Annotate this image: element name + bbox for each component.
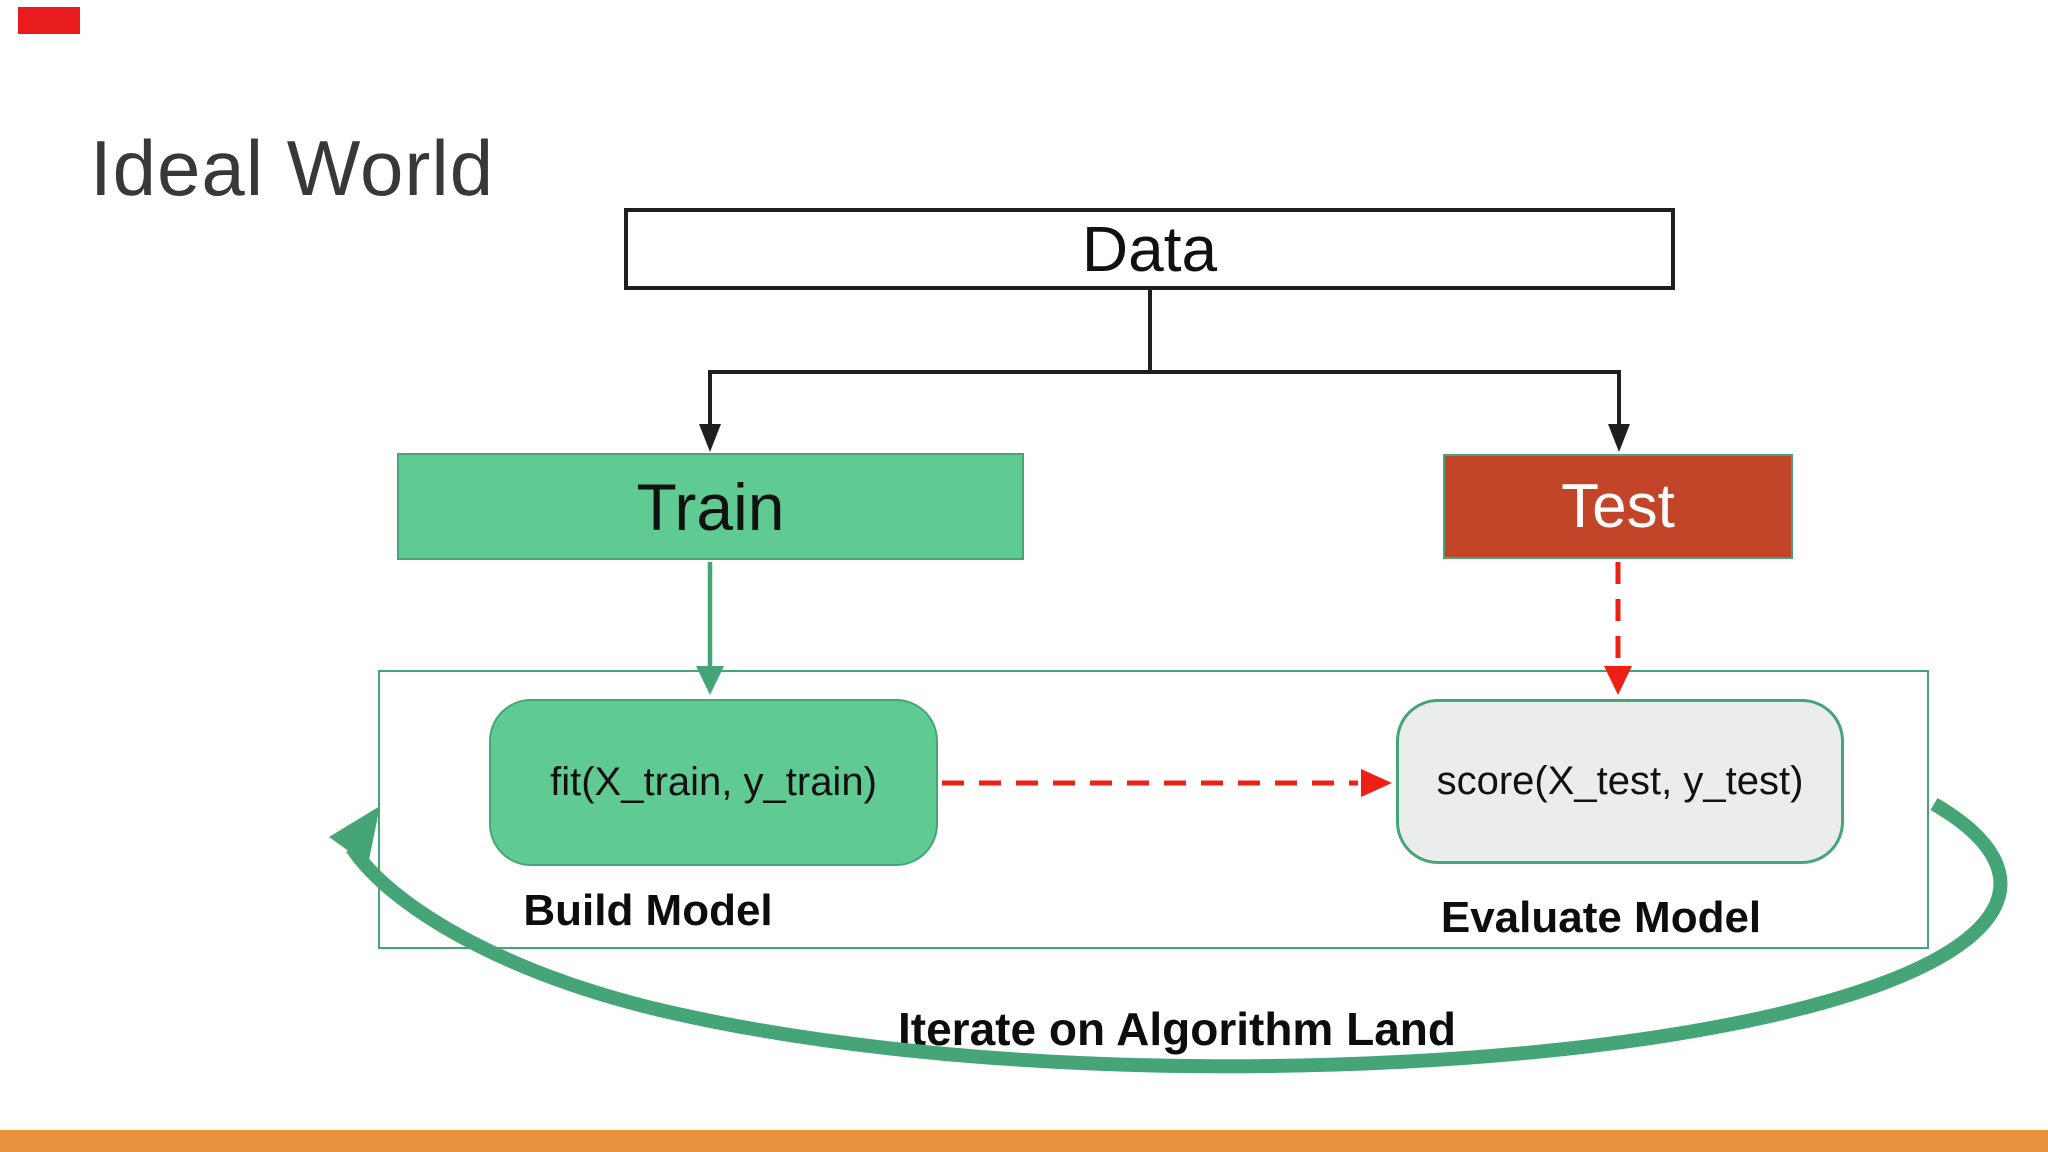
slide-corner-marker (18, 7, 80, 34)
data-split-connector (699, 290, 1630, 452)
fit-box-label: fit(X_train, y_train) (550, 760, 877, 804)
arrowhead-to-train-icon (699, 424, 721, 452)
data-box-label: Data (1081, 213, 1218, 285)
data-box: Data (624, 208, 1675, 290)
page-title: Ideal World (90, 124, 495, 212)
train-box: Train (397, 453, 1024, 560)
test-box: Test (1443, 454, 1793, 559)
evaluate-model-label: Evaluate Model (1440, 893, 1762, 942)
build-model-label: Build Model (523, 886, 773, 935)
arrowhead-to-test-icon (1608, 424, 1630, 452)
train-box-label: Train (636, 469, 785, 544)
bottom-accent-bar (0, 1130, 2048, 1152)
test-box-label: Test (1561, 472, 1675, 541)
score-box-label: score(X_test, y_test) (1436, 759, 1804, 803)
iterate-loop-arrowhead-icon (329, 806, 380, 865)
score-box: score(X_test, y_test) (1396, 699, 1844, 864)
data-branch-line (708, 370, 1621, 432)
fit-box: fit(X_train, y_train) (489, 699, 938, 866)
iterate-loop-label: Iterate on Algorithm Land (898, 1003, 1456, 1055)
